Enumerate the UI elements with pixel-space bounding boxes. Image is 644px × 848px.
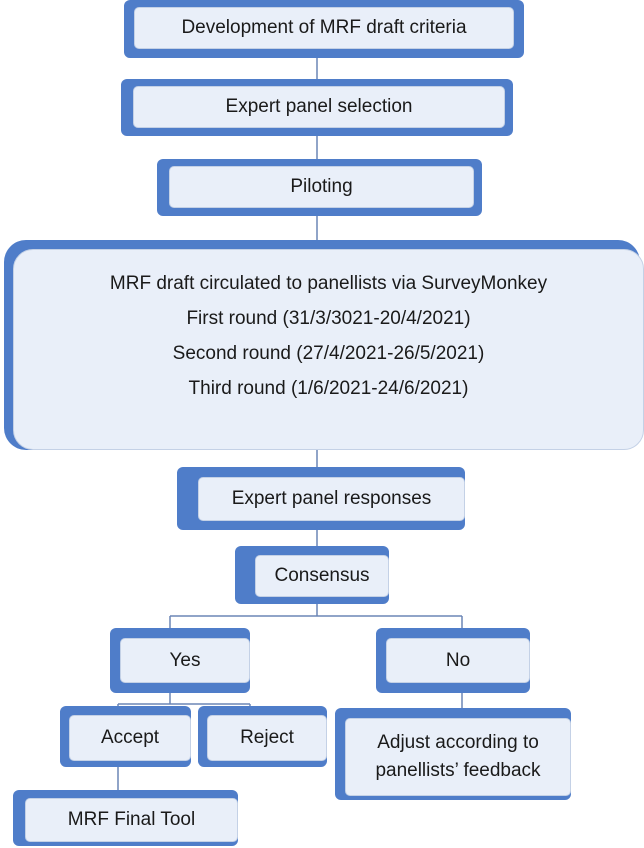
label-yes: Yes xyxy=(169,649,201,671)
box-expert-panel-selection: Expert panel selection xyxy=(121,79,513,136)
box-face: Yes xyxy=(120,638,250,683)
adjust-line-1: Adjust according to xyxy=(377,732,539,753)
box-face: No xyxy=(386,638,530,683)
label-development-criteria: Development of MRF draft criteria xyxy=(181,17,467,38)
label-consensus: Consensus xyxy=(274,565,370,586)
circulation-line-1: MRF draft circulated to panellists via S… xyxy=(109,273,548,294)
circulation-line-2: First round (31/3/3021-20/4/2021) xyxy=(186,308,471,329)
box-face: Adjust according to panellists’ feedback xyxy=(345,718,571,796)
box-reject: Reject xyxy=(198,706,327,767)
box-consensus: Consensus xyxy=(235,546,389,604)
box-development-criteria: Development of MRF draft criteria xyxy=(124,0,524,58)
circulation-line-4: Third round (1/6/2021-24/6/2021) xyxy=(188,378,469,399)
label-piloting: Piloting xyxy=(290,176,353,197)
box-face: Reject xyxy=(207,715,327,761)
box-no: No xyxy=(376,628,530,693)
label-reject: Reject xyxy=(240,727,294,748)
adjust-line-2: panellists’ feedback xyxy=(375,760,541,781)
label-no: No xyxy=(445,649,471,671)
box-yes: Yes xyxy=(110,628,250,693)
box-face: MRF draft circulated to panellists via S… xyxy=(13,249,644,450)
box-face: Accept xyxy=(69,715,191,761)
box-draft-circulation: MRF draft circulated to panellists via S… xyxy=(4,240,644,450)
box-face: Expert panel selection xyxy=(133,86,505,128)
box-face: Development of MRF draft criteria xyxy=(134,7,514,49)
label-expert-panel-selection: Expert panel selection xyxy=(225,96,413,117)
box-face: Consensus xyxy=(255,555,389,597)
label-expert-panel-responses: Expert panel responses xyxy=(231,488,432,509)
circulation-line-3: Second round (27/4/2021-26/5/2021) xyxy=(172,343,485,364)
box-mrf-final-tool: MRF Final Tool xyxy=(13,790,238,846)
box-face: Piloting xyxy=(169,166,474,208)
box-piloting: Piloting xyxy=(157,159,482,216)
box-face: Expert panel responses xyxy=(198,477,465,521)
box-face: MRF Final Tool xyxy=(25,798,238,842)
box-expert-panel-responses: Expert panel responses xyxy=(177,467,465,530)
label-accept: Accept xyxy=(100,727,160,748)
box-adjust-feedback: Adjust according to panellists’ feedback xyxy=(335,708,571,800)
label-mrf-final-tool: MRF Final Tool xyxy=(67,809,196,830)
box-accept: Accept xyxy=(60,706,191,767)
